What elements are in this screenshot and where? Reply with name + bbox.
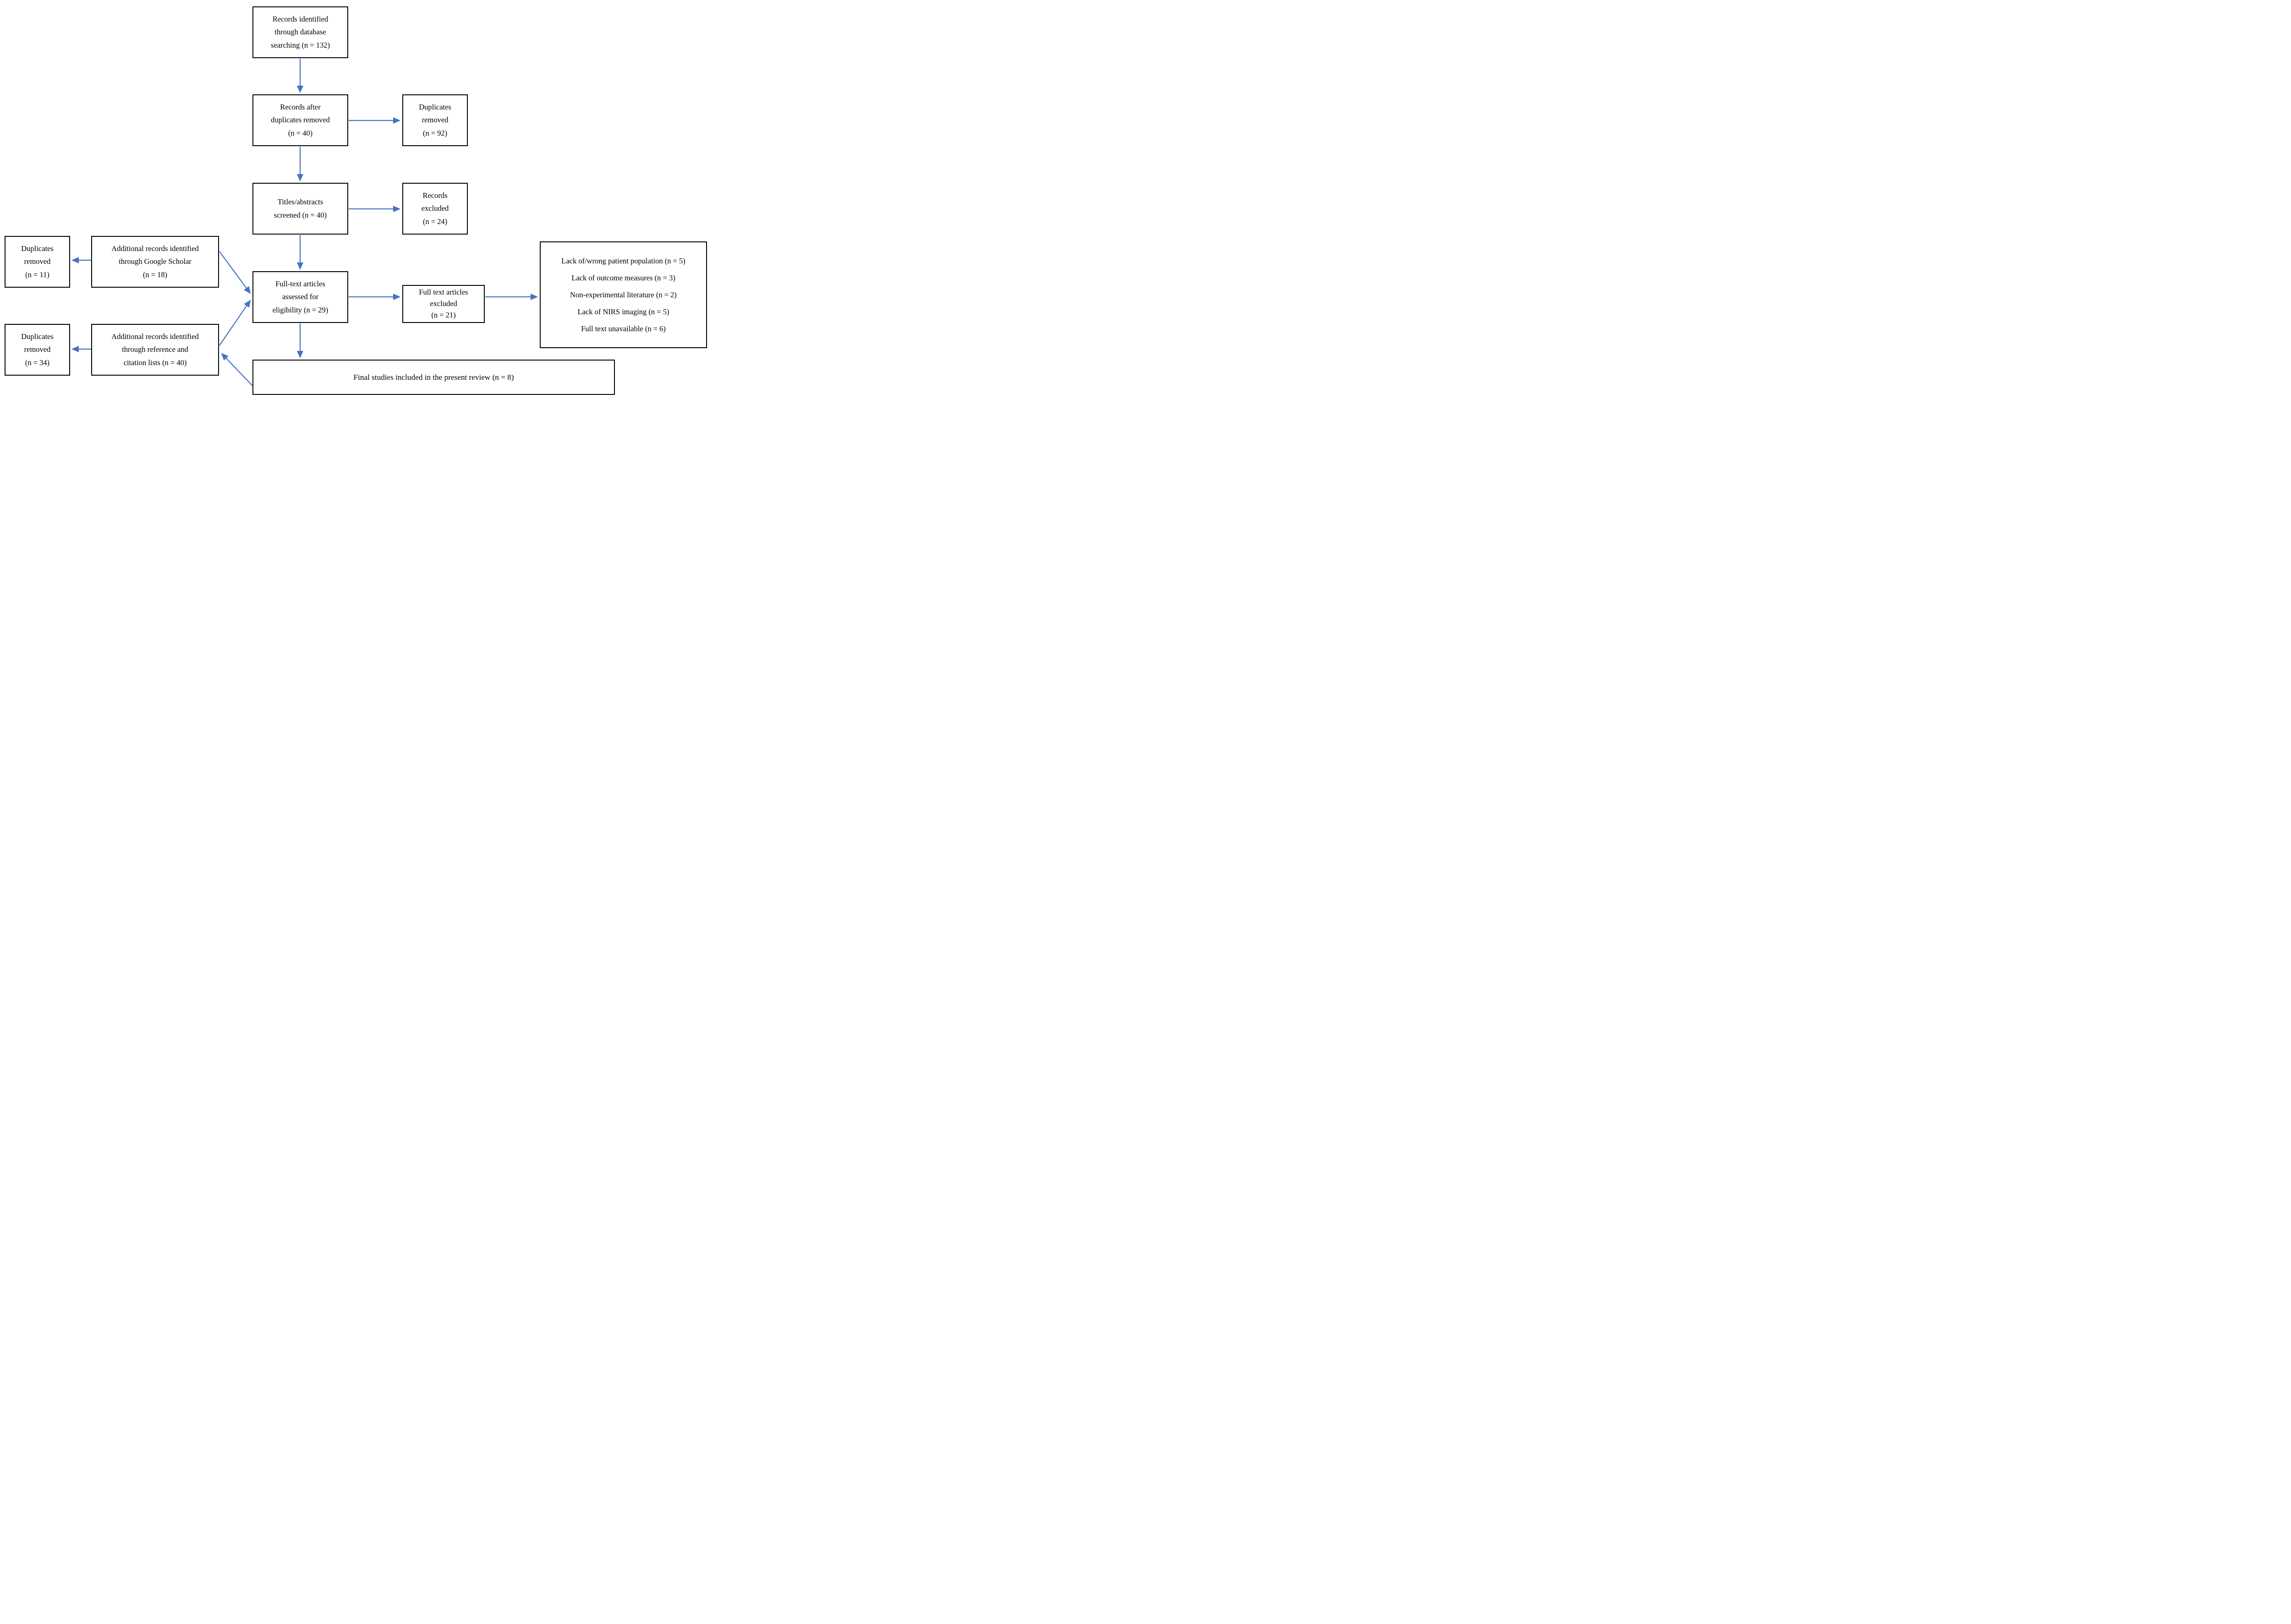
final-included-box: Final studies included in the present re…: [252, 360, 615, 395]
box-line: removed: [24, 257, 51, 266]
exclusion-reasons-box: Lack of/wrong patient population (n = 5)…: [540, 241, 707, 348]
box-line: removed: [24, 345, 51, 354]
box-line: excluded: [421, 204, 449, 213]
box-line: eligibility (n = 29): [272, 305, 329, 314]
box-line: screened (n = 40): [274, 210, 327, 219]
duplicates-removed-scholar-box: Duplicates removed (n = 11): [5, 236, 70, 288]
prisma-flow-diagram: Records identified through database sear…: [0, 0, 718, 400]
box-line: Duplicates: [419, 102, 451, 111]
box-line: Records after: [280, 102, 321, 111]
box-line: (n = 24): [422, 217, 448, 226]
box-line: through reference and: [122, 345, 188, 354]
box-line: Records identified: [272, 14, 329, 23]
box-line: (n = 18): [143, 270, 168, 279]
additional-google-scholar-box: Additional records identified through Go…: [91, 236, 219, 288]
titles-abstracts-screened-box: Titles/abstracts screened (n = 40): [252, 183, 348, 235]
records-identified-box: Records identified through database sear…: [252, 6, 348, 58]
records-excluded-box: Records excluded (n = 24): [402, 183, 468, 235]
box-line: citation lists (n = 40): [123, 358, 187, 367]
records-after-duplicates-box: Records after duplicates removed (n = 40…: [252, 94, 348, 146]
box-line: through database: [274, 27, 326, 37]
box-line: assessed for: [282, 292, 319, 301]
box-line: duplicates removed: [271, 115, 330, 125]
box-line: Full text articles: [419, 288, 468, 297]
exclusion-reason: Lack of/wrong patient population (n = 5): [561, 256, 685, 265]
box-line: Additional records identified: [111, 244, 199, 253]
box-line: Records: [422, 191, 448, 200]
box-line: (n = 40): [288, 128, 313, 137]
box-line: Final studies included in the present re…: [353, 372, 514, 382]
box-line: Additional records identified: [111, 332, 199, 341]
arrow-scholar-to-fulltext: [219, 251, 251, 294]
box-line: (n = 92): [422, 128, 448, 137]
fulltext-assessed-box: Full-text articles assessed for eligibil…: [252, 271, 348, 323]
arrow-citation-to-fulltext: [219, 300, 251, 346]
box-line: Duplicates: [21, 332, 54, 341]
exclusion-reason: Lack of outcome measures (n = 3): [571, 273, 675, 282]
exclusion-reason: Non-experimental literature (n = 2): [570, 290, 677, 299]
box-line: Full-text articles: [275, 279, 325, 288]
duplicates-removed-database-box: Duplicates removed (n = 92): [402, 94, 468, 146]
additional-reference-citation-box: Additional records identified through re…: [91, 324, 219, 376]
fulltext-excluded-box: Full text articles excluded (n = 21): [402, 285, 485, 323]
box-line: Duplicates: [21, 244, 54, 253]
box-line: (n = 34): [25, 358, 50, 367]
exclusion-reason: Lack of NIRS imaging (n = 5): [577, 307, 669, 317]
box-line: excluded: [430, 299, 457, 308]
box-line: Titles/abstracts: [277, 197, 323, 207]
arrow-final-to-citation: [221, 353, 253, 386]
exclusion-reason: Full text unavailable (n = 6): [581, 324, 666, 334]
duplicates-removed-citation-box: Duplicates removed (n = 34): [5, 324, 70, 376]
box-line: through Google Scholar: [119, 257, 192, 266]
box-line: (n = 21): [431, 310, 456, 319]
box-line: (n = 11): [25, 270, 49, 279]
box-line: removed: [422, 115, 449, 125]
box-line: searching (n = 132): [271, 40, 330, 49]
